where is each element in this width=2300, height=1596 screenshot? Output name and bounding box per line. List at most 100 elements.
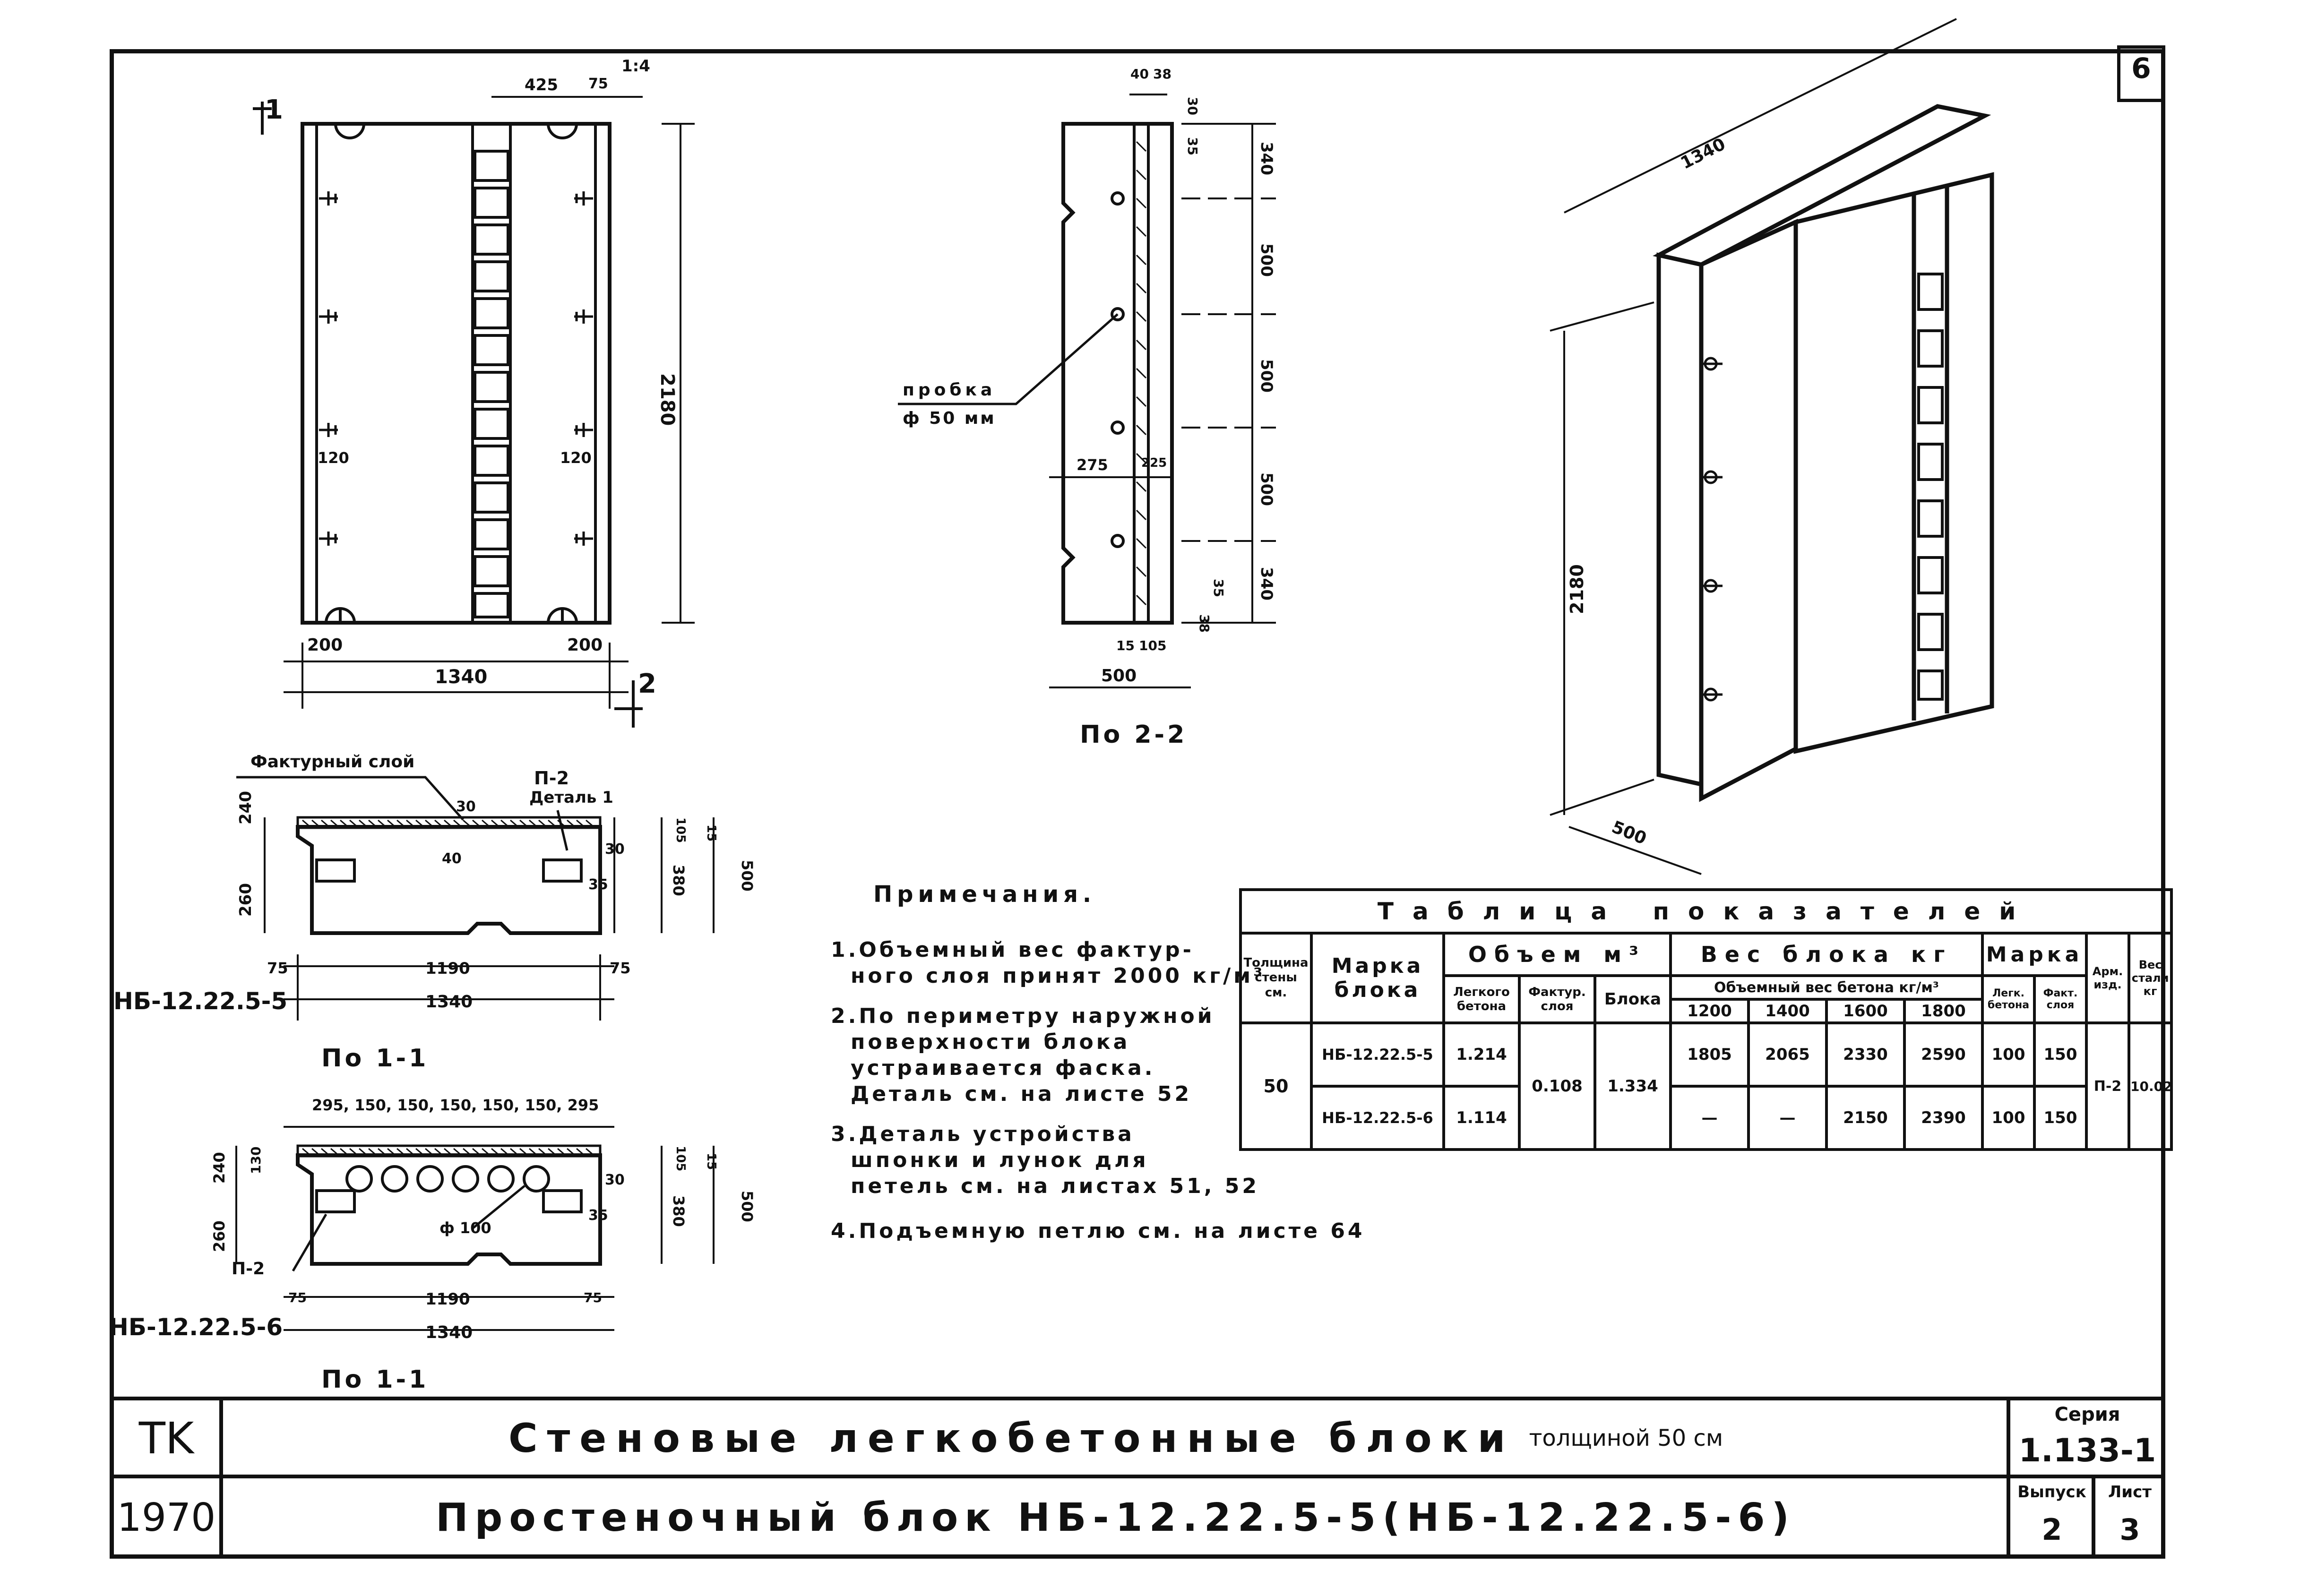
main-title-suffix: толщиной 50 см: [1529, 1425, 1723, 1451]
cell-w1600: 2330: [1825, 1021, 1906, 1088]
issue-label: Выпуск: [2017, 1482, 2086, 1502]
section-a-dim-75-right: 75: [610, 959, 631, 977]
side-dim-500-a: 500: [1257, 243, 1276, 277]
axonometric-key-notches: [1917, 273, 1944, 701]
section-b-dim-1190: 1190: [425, 1290, 470, 1309]
section-a-dim-240: 240: [236, 791, 255, 824]
side-dim-275: 275: [1077, 456, 1108, 474]
front-view-plugs: [319, 191, 593, 546]
section-b-dim-top-row: 295, 150, 150, 150, 150, 150, 295: [312, 1096, 599, 1114]
section-b-dim-260: 260: [210, 1220, 228, 1252]
section-a-dim-1190: 1190: [425, 959, 470, 978]
cell-vol-light: 1.114: [1442, 1085, 1521, 1151]
section-b-detail-mark: П-2: [232, 1259, 265, 1279]
section-a-texture-label: Фактурный слой: [250, 752, 415, 772]
side-view-caption: По 2-2: [1080, 721, 1188, 749]
note-line: 4.Подъемную петлю см. на листе 64: [831, 1219, 1365, 1243]
axonometric-plugs: [1701, 357, 1723, 702]
cell-grade-light: 100: [1981, 1021, 2036, 1088]
corner-mark-box: [2117, 45, 2165, 102]
cell-w1200: —: [1669, 1085, 1750, 1151]
header-weight: Вес блока кг: [1669, 932, 1984, 977]
note-line: 1.Объемный вес фактур-: [831, 938, 1194, 962]
section-a-dim-30a: 30: [456, 798, 476, 815]
header-steel: Вес стали кг: [2127, 932, 2173, 1024]
cell-arm: П-2: [2085, 1021, 2130, 1151]
section-b-dim-240: 240: [210, 1152, 228, 1184]
section-a-dim-75-left: 75: [267, 959, 288, 977]
section-b-dim-75-left: 75: [288, 1290, 307, 1305]
header-grade-light: Легк. бетона: [1981, 974, 2036, 1024]
side-dim-top-a: 40: [1130, 66, 1149, 82]
section-b-dim-130: 130: [248, 1146, 264, 1174]
section-b-dim-30: 30: [605, 1172, 625, 1188]
cell-w1800: 2390: [1903, 1085, 1984, 1151]
side-view-outline: [1061, 122, 1174, 625]
section-a-dim-1340: 1340: [425, 992, 473, 1012]
side-dim-35-top: 35: [1185, 137, 1200, 155]
cell-mark: НБ-12.22.5-5: [1310, 1021, 1445, 1088]
cell-wall: 50: [1239, 1021, 1313, 1151]
section-b-dim-15: 15: [704, 1153, 718, 1170]
cell-steel: 10.02: [2127, 1021, 2173, 1151]
sheet-value: 3: [2119, 1512, 2140, 1547]
cell-w1400: 2065: [1747, 1021, 1828, 1088]
section-b-caption: По 1-1: [321, 1365, 429, 1394]
section-b-dim-380: 380: [670, 1195, 688, 1227]
side-plug-label-1: пробка: [903, 380, 996, 400]
corner-mark: 6: [2131, 52, 2151, 85]
table-title: Таблица показателей: [1239, 888, 2173, 935]
cell-grade-text: 150: [2033, 1085, 2088, 1151]
note-line: шпонки и лунок для: [851, 1148, 1149, 1172]
main-title: Стеновые легкобетонные блоки: [508, 1415, 1515, 1461]
header-grade: Марка: [1981, 932, 2088, 977]
section-b-outline: [296, 1153, 602, 1266]
front-dim-top2: 75: [588, 76, 608, 92]
section-a-dim-30b: 30: [605, 841, 625, 858]
front-dim-width: 1340: [435, 666, 488, 688]
section-a-dim-15: 15: [704, 824, 718, 842]
section-b-mark: НБ-12.22.5-6: [109, 1313, 283, 1341]
side-dim-top-b: 38: [1153, 66, 1172, 82]
header-w1400: 1400: [1747, 998, 1828, 1024]
header-vol-block: Блока: [1594, 974, 1672, 1024]
side-dim-30: 30: [1185, 97, 1200, 115]
sheet-label: Лист: [2108, 1482, 2152, 1502]
title-block-tk: TK: [138, 1413, 194, 1464]
header-vol-text: Фактур. слоя: [1518, 974, 1596, 1024]
section-a-dim-500: 500: [738, 860, 756, 892]
front-dim-200-left: 200: [307, 635, 343, 655]
header-mark: Марка блока: [1310, 932, 1445, 1024]
issue-value: 2: [2042, 1512, 2062, 1547]
section-a-detail-label: Деталь 1: [529, 788, 613, 807]
texture-layer-hatch: [302, 141, 1147, 1155]
header-vol-light: Легкого бетона: [1442, 974, 1521, 1024]
header-weight-sub: Объемный вес бетона кг/м³: [1669, 974, 1984, 1001]
header-w1800: 1800: [1903, 998, 1984, 1024]
section-a-dim-35: 35: [588, 876, 608, 893]
cell-vol-light: 1.214: [1442, 1021, 1521, 1088]
cell-grade-text: 150: [2033, 1021, 2088, 1088]
section-b-dim-105: 105: [673, 1146, 688, 1172]
series-label: Серия: [2054, 1403, 2120, 1425]
axo-dim-height: 2180: [1567, 564, 1587, 614]
section-a-dim-40: 40: [442, 850, 462, 867]
front-dim-angle: 1:4: [621, 57, 650, 76]
title-block-main: Стеновые легкобетонные блоки толщиной 50…: [225, 1402, 2007, 1474]
section-a-caption: По 1-1: [321, 1044, 429, 1073]
side-dim-15: 15: [1116, 638, 1135, 653]
title-block-year: 1970: [117, 1495, 216, 1540]
header-grade-text: Факт. слоя: [2033, 974, 2088, 1024]
header-w1600: 1600: [1825, 998, 1906, 1024]
section-b-hole-label: ф 100: [439, 1219, 491, 1237]
note-line: устраивается фаска.: [851, 1056, 1155, 1080]
section-a-dim-380: 380: [670, 865, 688, 896]
section-b-dim-500: 500: [738, 1191, 756, 1222]
note-line: петель см. на листах 51, 52: [851, 1174, 1259, 1198]
cell-w1200: 1805: [1669, 1021, 1750, 1088]
drawing-frame: [110, 49, 2165, 1559]
header-wall: Толщина стены см.: [1239, 932, 1313, 1024]
note-line: поверхности блока: [851, 1030, 1130, 1054]
header-volume: Объем м³: [1442, 932, 1672, 977]
section-a-outline: [296, 825, 602, 935]
